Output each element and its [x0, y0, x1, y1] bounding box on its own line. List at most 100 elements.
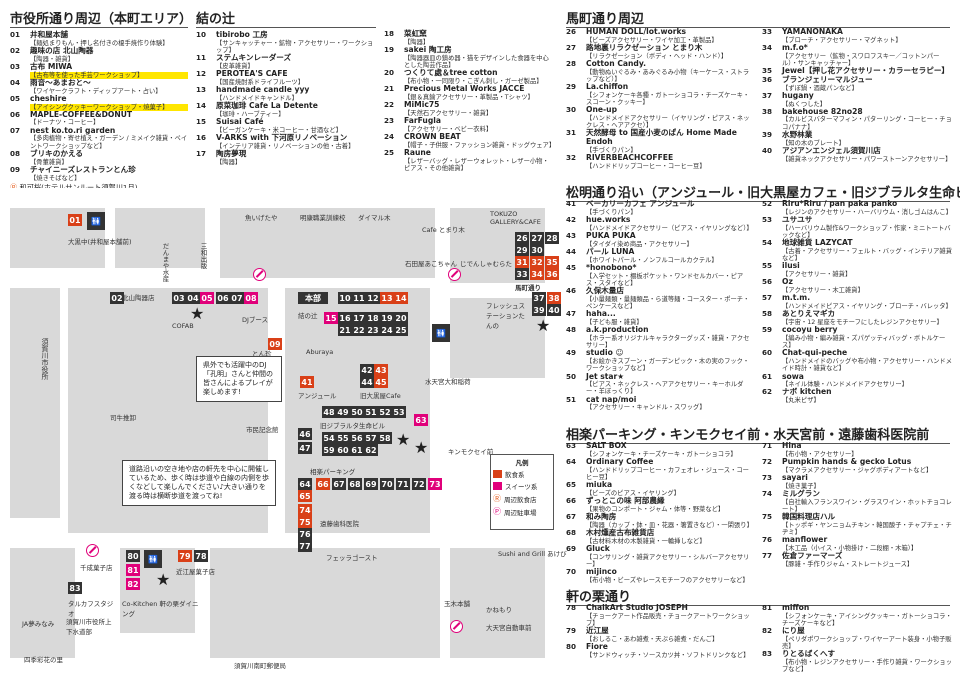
shop-marker-12[interactable]: 12: [366, 292, 380, 304]
shop-marker-53[interactable]: 53: [392, 406, 406, 418]
street-label: 馬町通り: [515, 284, 541, 292]
shop-marker-19[interactable]: 19: [380, 312, 394, 324]
shop-marker-56[interactable]: 56: [350, 432, 364, 444]
shop-marker-62[interactable]: 62: [364, 444, 378, 456]
shop-marker-23[interactable]: 23: [366, 324, 380, 336]
shop-marker-06[interactable]: 06: [216, 292, 230, 304]
footer-note: Ⓡ 和可桜(ホテルサンルート須賀川1月): [10, 183, 188, 192]
shop-marker-55[interactable]: 55: [336, 432, 350, 444]
shop-marker-74[interactable]: 74: [298, 504, 312, 516]
hq-marker[interactable]: 本部: [298, 292, 328, 304]
shop-description: 【ハンドメイドキャンドル】: [216, 94, 298, 102]
shop-marker-08[interactable]: 08: [244, 292, 258, 304]
shop-marker-69[interactable]: 69: [364, 478, 378, 490]
shop-marker-32[interactable]: 32: [530, 256, 544, 268]
shop-marker-05[interactable]: 05: [200, 292, 214, 304]
shop-marker-52[interactable]: 52: [378, 406, 392, 418]
shop-marker-13[interactable]: 13: [380, 292, 394, 304]
shop-marker-35[interactable]: 35: [545, 256, 559, 268]
shop-marker-48[interactable]: 48: [322, 406, 336, 418]
shop-marker-76[interactable]: 76: [298, 528, 312, 540]
shop-marker-17[interactable]: 17: [352, 312, 366, 324]
shop-marker-63[interactable]: 63: [414, 414, 428, 426]
shop-marker-79[interactable]: 79: [178, 550, 192, 562]
shop-marker-11[interactable]: 11: [352, 292, 366, 304]
shop-marker-70[interactable]: 70: [380, 478, 394, 490]
shop-marker-73[interactable]: 73: [428, 478, 442, 490]
shop-marker-58[interactable]: 58: [378, 432, 392, 444]
shop-marker-64[interactable]: 64: [298, 478, 312, 490]
entry-text: 古布 MIWA【古布等を使った手芸ワークショップ】: [30, 62, 188, 79]
shop-marker-54[interactable]: 54: [322, 432, 336, 444]
shop-marker-43[interactable]: 43: [374, 364, 388, 376]
shop-marker-75[interactable]: 75: [298, 516, 312, 528]
shop-marker-33[interactable]: 33: [515, 268, 529, 280]
shop-marker-68[interactable]: 68: [348, 478, 362, 490]
shop-marker-81[interactable]: 81: [126, 564, 140, 576]
shop-marker-44[interactable]: 44: [360, 376, 374, 388]
shop-marker-18[interactable]: 18: [366, 312, 380, 324]
shop-marker-71[interactable]: 71: [396, 478, 410, 490]
shop-marker-38[interactable]: 38: [547, 292, 561, 304]
shop-marker-28[interactable]: 28: [545, 232, 559, 244]
shop-marker-01[interactable]: 01: [68, 214, 82, 226]
shop-marker-16[interactable]: 16: [338, 312, 352, 324]
shop-marker-14[interactable]: 14: [394, 292, 408, 304]
entry-text: studio ☺【お絵かきスプーン・ガーデンピック・木の実のフック・ワークショッ…: [586, 349, 752, 373]
shop-marker-61[interactable]: 61: [350, 444, 364, 456]
shop-marker-78[interactable]: 78: [194, 550, 208, 562]
shop-marker-57[interactable]: 57: [364, 432, 378, 444]
shop-marker-22[interactable]: 22: [352, 324, 366, 336]
shop-marker-10[interactable]: 10: [338, 292, 352, 304]
shop-marker-65[interactable]: 65: [298, 490, 312, 502]
shop-marker-20[interactable]: 20: [394, 312, 408, 324]
shop-marker-27[interactable]: 27: [530, 232, 544, 244]
shop-description: 【天然石アクセサリー・雑貨】: [404, 109, 493, 117]
shop-marker-34[interactable]: 34: [530, 268, 544, 280]
shop-marker-36[interactable]: 36: [545, 268, 559, 280]
shop-marker-59[interactable]: 59: [322, 444, 336, 456]
shop-marker-24[interactable]: 24: [380, 324, 394, 336]
shop-marker-25[interactable]: 25: [394, 324, 408, 336]
shop-marker-60[interactable]: 60: [336, 444, 350, 456]
legend-title: 凡例: [515, 459, 529, 467]
shop-marker-80[interactable]: 80: [126, 550, 140, 562]
shop-marker-82[interactable]: 82: [126, 578, 140, 590]
shop-description: 【骨董雑貨】: [30, 158, 68, 166]
shop-marker-21[interactable]: 21: [338, 324, 352, 336]
shop-marker-29[interactable]: 29: [515, 244, 529, 256]
shop-marker-15[interactable]: 15: [324, 312, 338, 324]
shop-marker-49[interactable]: 49: [336, 406, 350, 418]
shop-marker-40[interactable]: 40: [547, 304, 561, 316]
shop-marker-37[interactable]: 37: [532, 292, 546, 304]
shop-marker-66[interactable]: 66: [316, 478, 330, 490]
shop-marker-42[interactable]: 42: [360, 364, 374, 376]
shop-marker-26[interactable]: 26: [515, 232, 529, 244]
shop-marker-09[interactable]: 09: [268, 338, 282, 350]
shop-marker-50[interactable]: 50: [350, 406, 364, 418]
shop-description: 【アクセサリー（鉱物・スワロフスキー／コットンパール）・サンキャッチャー】: [782, 52, 940, 67]
shop-marker-41[interactable]: 41: [300, 376, 314, 388]
shop-marker-02[interactable]: 02: [110, 292, 124, 304]
shop-marker-31[interactable]: 31: [515, 256, 529, 268]
entry-text: ilusi【アクセサリー・雑貨】: [782, 262, 952, 278]
shop-marker-04[interactable]: 04: [186, 292, 200, 304]
shop-marker-07[interactable]: 07: [230, 292, 244, 304]
shop-marker-51[interactable]: 51: [364, 406, 378, 418]
shop-marker-46[interactable]: 46: [298, 428, 312, 440]
shop-marker-45[interactable]: 45: [374, 376, 388, 388]
shop-marker-77[interactable]: 77: [298, 540, 312, 552]
shop-marker-03[interactable]: 03: [172, 292, 186, 304]
shop-marker-39[interactable]: 39: [532, 304, 546, 316]
shop-marker-47[interactable]: 47: [298, 442, 312, 454]
shop-description: 【果物のコンポート・ジャム・体等・野菜など】: [586, 505, 725, 513]
shop-marker-83[interactable]: 83: [68, 582, 82, 594]
shop-marker-67[interactable]: 67: [332, 478, 346, 490]
shop-marker-30[interactable]: 30: [530, 244, 544, 256]
shop-marker-72[interactable]: 72: [412, 478, 426, 490]
